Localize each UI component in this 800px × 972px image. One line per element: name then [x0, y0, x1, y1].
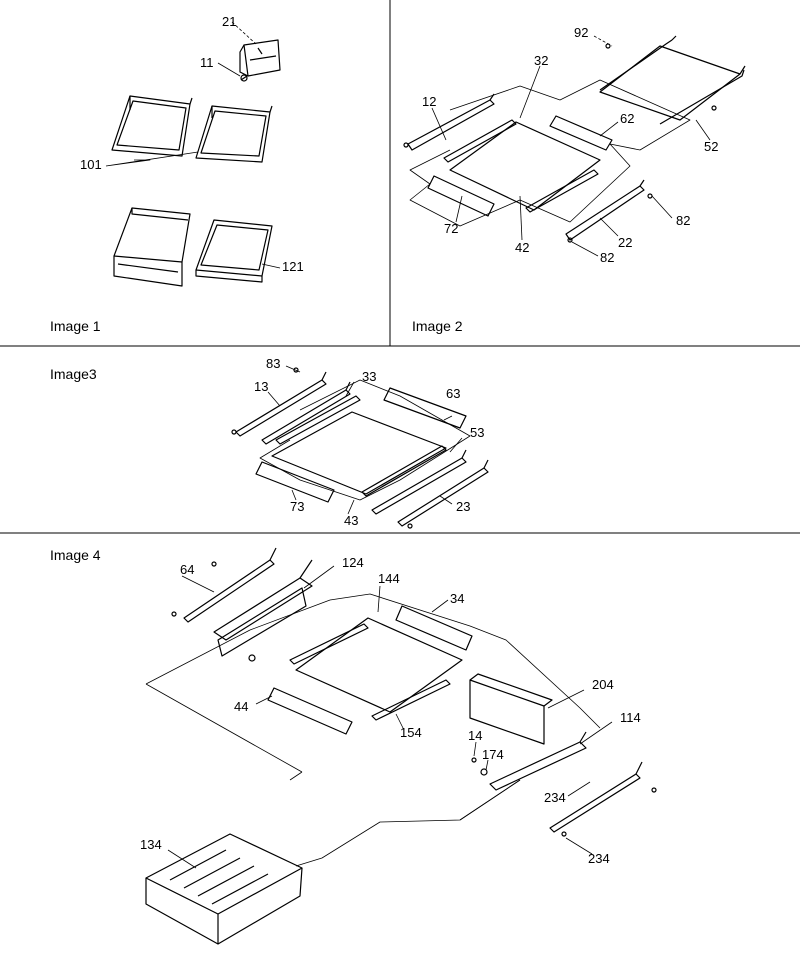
part-121-bin-left: [113, 207, 191, 287]
callout-label: 12: [422, 94, 437, 109]
part-101-shelf-left: [111, 95, 193, 157]
callout-label: 22: [618, 235, 633, 250]
part-33-shape: [275, 395, 361, 445]
part-154-shape: [289, 623, 451, 721]
part-124-shape: [213, 559, 313, 662]
image4-screws: [171, 561, 657, 837]
image3-parts: [231, 365, 489, 529]
part-23-shape: [371, 449, 489, 527]
callout-label: 44: [234, 699, 249, 714]
part-52-shape: [599, 35, 746, 125]
panel-title-image4: Image 4: [50, 547, 101, 563]
callout-label: 204: [592, 677, 614, 692]
part-144-shape: [295, 617, 463, 713]
part-114-shape: [489, 731, 643, 833]
part-62-shape: [549, 115, 613, 151]
image2-screws: [403, 43, 717, 243]
callout-label: 13: [254, 379, 269, 394]
callout-label: 92: [574, 25, 589, 40]
callout-label: 63: [446, 386, 461, 401]
image3-assembly-outline: [259, 379, 471, 501]
part-32-shape: [443, 119, 599, 213]
callout-label: 64: [180, 562, 195, 577]
callout-label: 23: [456, 499, 471, 514]
part-101-shelf-right: [195, 105, 273, 163]
part-11-shape: [240, 74, 248, 82]
callout-label: 52: [704, 139, 719, 154]
callout-label: 73: [290, 499, 305, 514]
image1-leaders: [105, 21, 281, 269]
callout-label: 134: [140, 837, 162, 852]
part-121-cover: [195, 219, 273, 283]
image2-parts: [403, 35, 746, 257]
callout-label: 34: [450, 591, 465, 606]
callout-label: 21: [222, 14, 237, 29]
callout-label: 82: [676, 213, 691, 228]
callout-label: 124: [342, 555, 364, 570]
panel-title-image1: Image 1: [50, 318, 101, 334]
callout-label: 174: [482, 747, 504, 762]
callout-label: 32: [534, 53, 549, 68]
part-12-shape: [407, 93, 495, 151]
part-64-shape: [183, 547, 277, 623]
callout-label: 114: [620, 710, 641, 725]
part-14-174-shape: [471, 757, 488, 776]
part-42-shape: [449, 121, 601, 211]
panel-title-image2: Image 2: [412, 318, 463, 334]
image2-assembly-outline: [409, 79, 691, 227]
part-34-shape: [395, 605, 473, 651]
callout-label: 154: [400, 725, 422, 740]
part-72-shape: [427, 175, 495, 217]
callout-label: 53: [470, 425, 485, 440]
part-53-shape: [361, 445, 447, 497]
callout-label: 33: [362, 369, 377, 384]
panel-title-image3: Image3: [50, 366, 97, 382]
part-63-shape: [383, 387, 467, 429]
image2-leaders: [431, 35, 711, 257]
callout-label: 14: [468, 728, 483, 743]
part-204-shape: [469, 673, 553, 745]
callout-label: 101: [80, 157, 102, 172]
callout-label: 72: [444, 221, 459, 236]
callout-label: 144: [378, 571, 400, 586]
part-44-shape: [267, 687, 353, 735]
callout-label: 11: [200, 55, 214, 70]
part-13-shape: [235, 371, 351, 445]
callout-label: 234: [588, 851, 610, 866]
image4-assembly-outline: [145, 593, 601, 867]
image1-parts: [105, 21, 281, 287]
callout-label: 234: [544, 790, 566, 805]
callout-label: 43: [344, 513, 359, 528]
part-134-shape: [145, 833, 303, 945]
part-21-shape: [239, 39, 281, 77]
panel-dividers: [0, 0, 800, 534]
callout-label: 83: [266, 356, 281, 371]
image3-screws: [231, 367, 413, 529]
part-73-shape: [255, 461, 335, 503]
image4-parts: [145, 547, 657, 945]
callout-label: 121: [282, 259, 304, 274]
image4-leaders: [167, 565, 613, 869]
image3-leaders: [267, 365, 463, 515]
callout-label: 62: [620, 111, 635, 126]
part-43-shape: [271, 411, 447, 495]
callout-label: 82: [600, 250, 615, 265]
callout-label: 42: [515, 240, 530, 255]
